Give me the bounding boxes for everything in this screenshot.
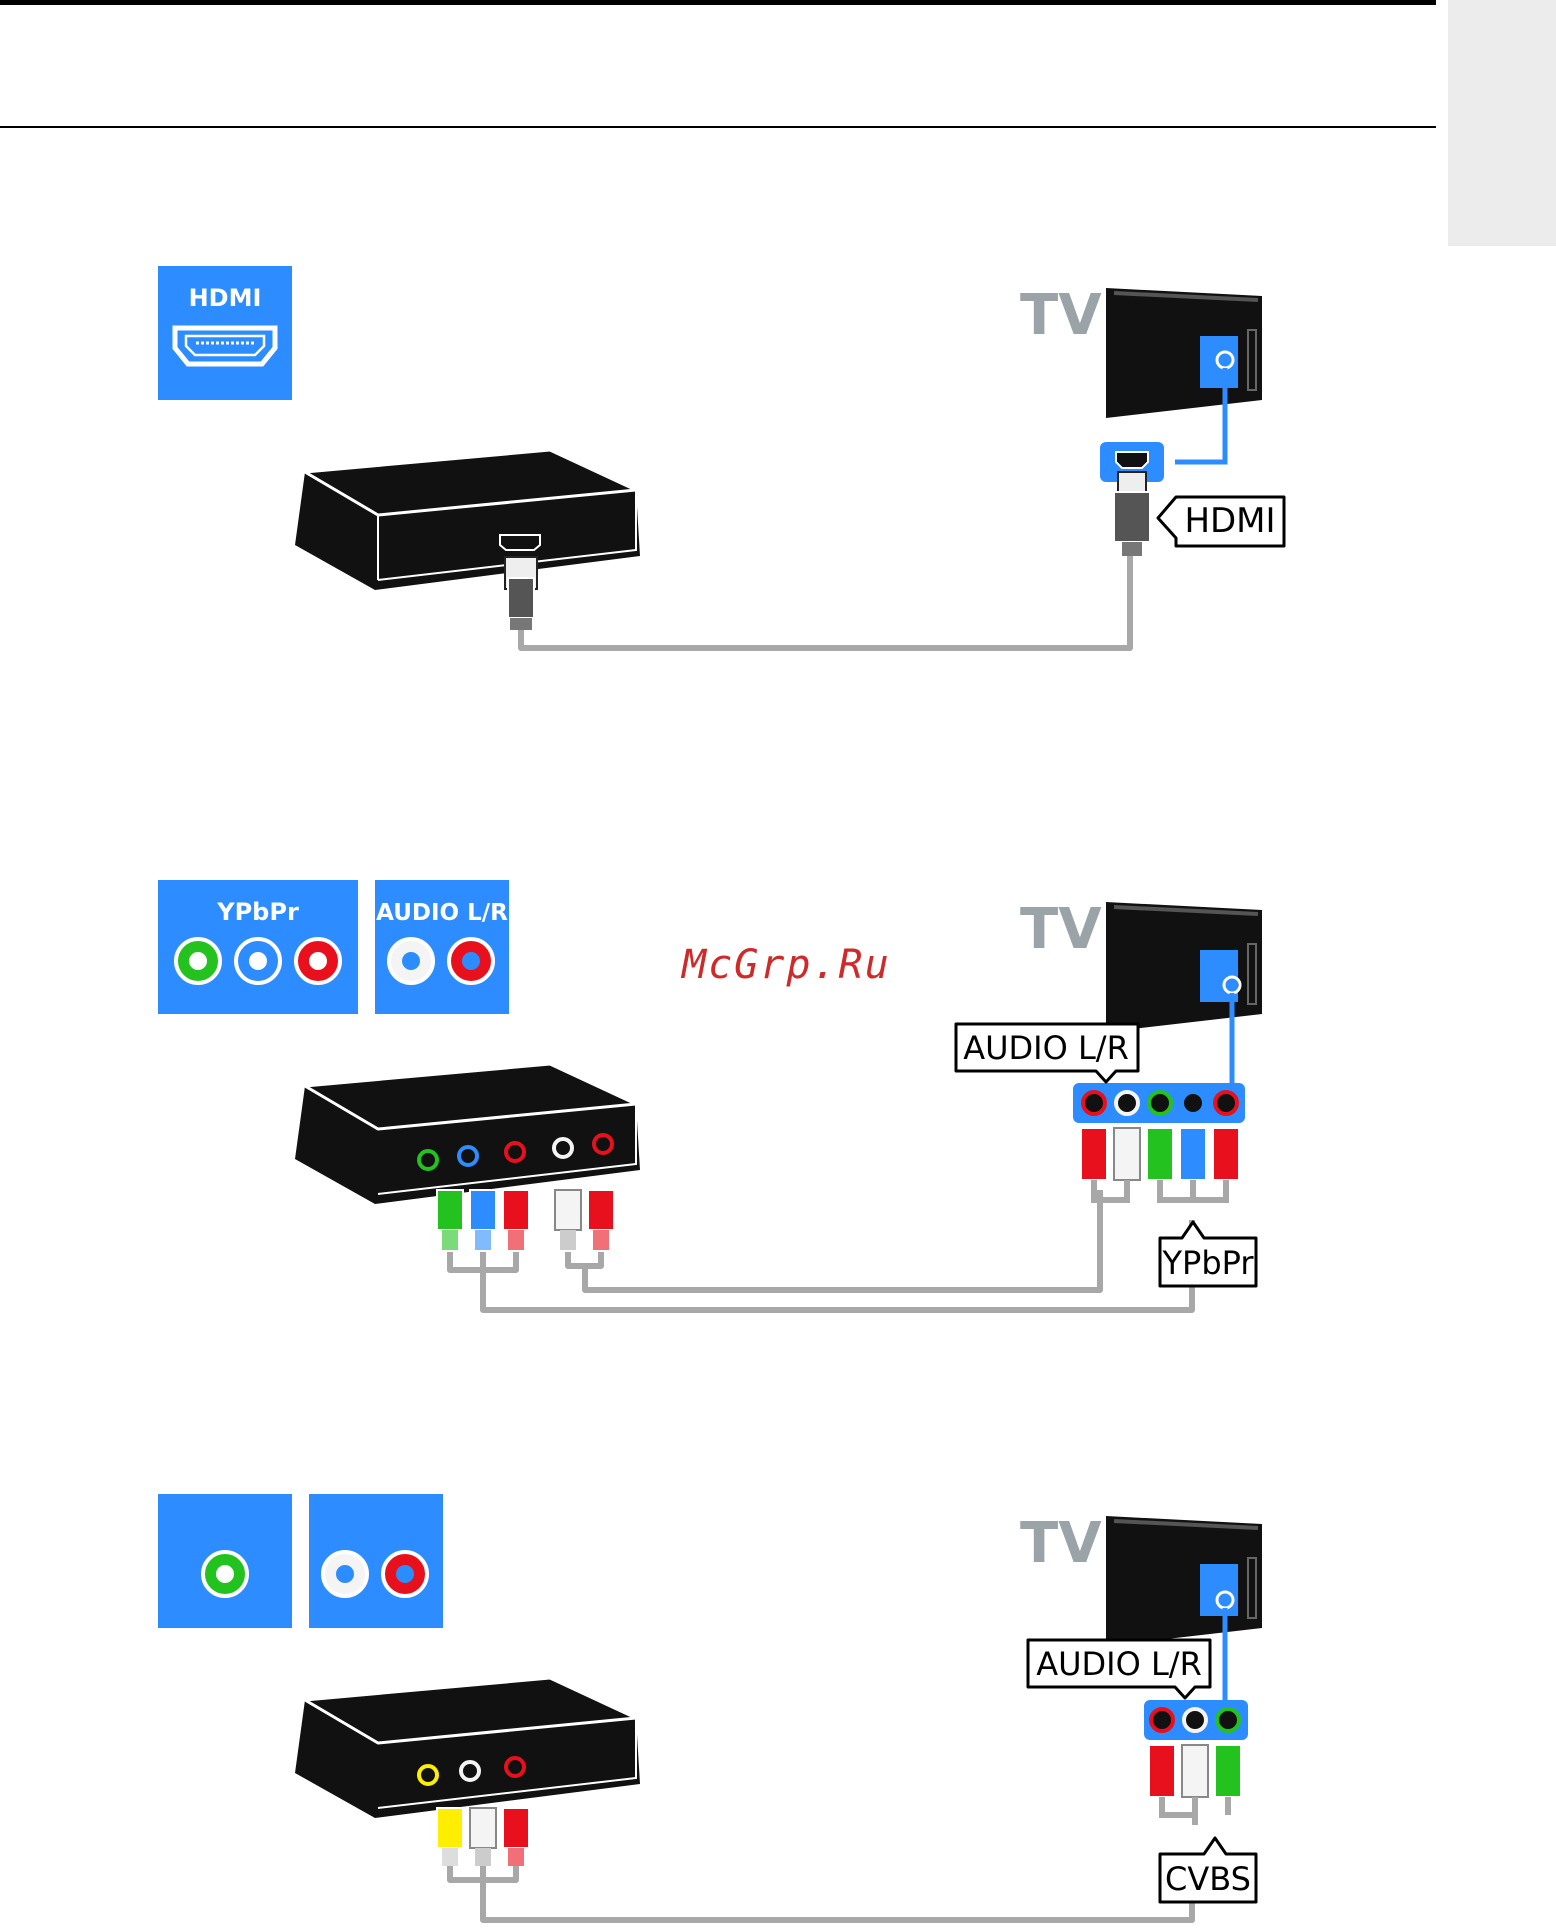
badge-ypbpr-label: YPbPr <box>216 898 299 926</box>
badge-audio-lr-label: AUDIO L/R <box>376 900 508 926</box>
badge-ypbpr: YPbPr <box>158 880 358 1014</box>
tv-label-2: TV <box>1020 897 1102 962</box>
plug-green <box>437 1190 463 1250</box>
plug-yellow <box>437 1808 463 1848</box>
side-tab <box>1448 0 1556 246</box>
callout-cvbs-label: CVBS <box>1165 1860 1251 1898</box>
badge-hdmi: HDMI <box>158 266 292 400</box>
cvbs-jack-icon <box>203 1552 247 1596</box>
callout-ypbpr: YPbPr <box>1160 1222 1256 1286</box>
cable-composite <box>450 1866 1192 1920</box>
section-component: YPbPr AUDIO L/R McGrp.Ru <box>158 880 1262 1310</box>
header-top-rule <box>0 0 1436 5</box>
callout-cvbs: CVBS <box>1160 1838 1256 1902</box>
callout-audio-lr-2: AUDIO L/R <box>1028 1640 1210 1698</box>
callout-audio-lr-2-label: AUDIO L/R <box>1036 1645 1202 1683</box>
badge-audio-lr: AUDIO L/R <box>375 880 509 1014</box>
badge-audio-lr-2 <box>309 1494 443 1628</box>
callout-hdmi-label: HDMI <box>1184 501 1275 541</box>
plug-white <box>555 1190 581 1250</box>
source-device-hdmi <box>295 450 640 630</box>
ypbpr-jacks-icon <box>176 939 340 983</box>
cable-audio <box>568 1200 1100 1290</box>
callout-audio-lr-label: AUDIO L/R <box>963 1029 1129 1067</box>
tv-label-1: TV <box>1020 283 1102 348</box>
tv-label-3: TV <box>1020 1511 1102 1576</box>
badge-cvbs <box>158 1494 292 1628</box>
cable-hdmi <box>521 555 1130 648</box>
plug-white-2 <box>470 1808 496 1848</box>
badge-hdmi-label: HDMI <box>189 284 262 312</box>
source-device-composite <box>295 1678 640 1866</box>
plug-blue <box>470 1190 496 1250</box>
section-composite: TV AUDIO L/R CVBS <box>158 1494 1262 1920</box>
plug-red-2 <box>503 1808 529 1848</box>
watermark: McGrp.Ru <box>680 942 891 988</box>
callout-hdmi: HDMI <box>1158 497 1284 546</box>
callout-ypbpr-label: YPbPr <box>1161 1244 1254 1282</box>
section-hdmi: HDMI TV <box>158 266 1284 648</box>
callout-audio-lr: AUDIO L/R <box>956 1024 1138 1082</box>
plug-red-audio <box>588 1190 614 1250</box>
header-bottom-rule <box>0 126 1436 128</box>
plug-red <box>503 1190 529 1250</box>
source-device-component <box>295 1064 640 1250</box>
